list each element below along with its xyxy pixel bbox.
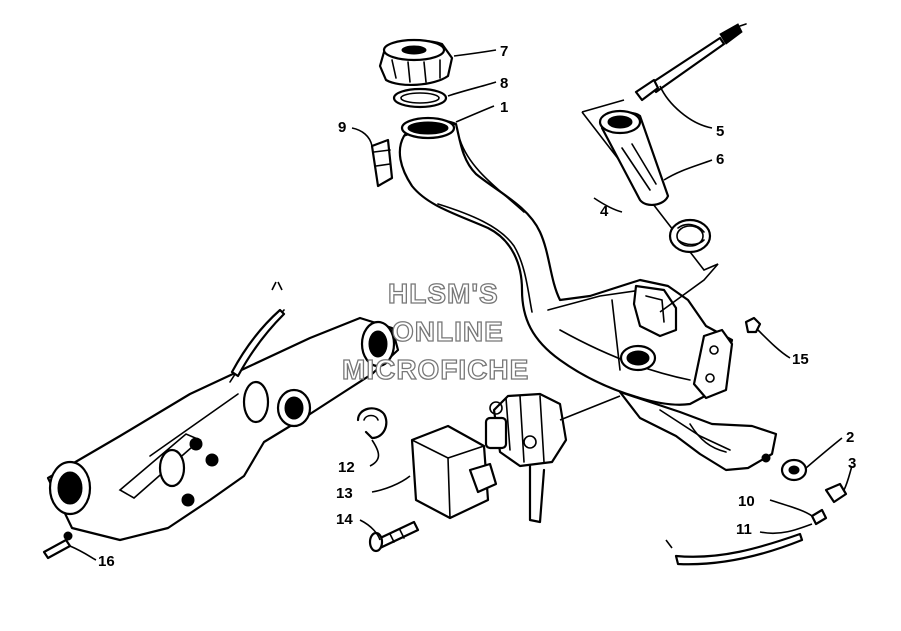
callout-9: 9 (338, 119, 346, 136)
watermark-line-3: MICROFICHE (341, 353, 530, 385)
callout-14: 14 (336, 511, 353, 528)
callout-7: 7 (500, 43, 508, 60)
callout-labels: 7 8 1 9 5 6 4 15 2 3 10 11 12 13 14 16 (98, 43, 856, 570)
watermark-line-2: ONLINE (391, 315, 504, 347)
callout-13: 13 (336, 485, 353, 502)
vent-hose-part (634, 23, 747, 102)
hose-fitting-part (42, 531, 73, 560)
callout-5: 5 (716, 123, 724, 140)
callout-11: 11 (736, 521, 752, 538)
callout-2: 2 (846, 429, 854, 446)
callout-6: 6 (716, 151, 724, 168)
watermark-line-1: HLSM'S (387, 277, 499, 309)
callout-12: 12 (338, 459, 355, 476)
clip-part (370, 138, 394, 188)
fuel-pump-part (484, 392, 621, 524)
mounting-bracket-part (46, 281, 400, 542)
leader-lines (69, 49, 853, 561)
callout-10: 10 (738, 493, 755, 510)
gas-cap-part (378, 38, 454, 87)
filler-neck (400, 116, 456, 140)
screw-part (368, 520, 420, 553)
callout-4: 4 (600, 203, 609, 220)
fuel-tank-part (398, 119, 778, 472)
callout-3: 3 (848, 455, 856, 472)
callout-16: 16 (98, 553, 115, 570)
clamp-part (356, 407, 388, 440)
callout-8a: 8 (500, 75, 508, 92)
gasket-part (392, 87, 448, 109)
callout-1: 1 (500, 99, 508, 116)
filter-box-part (410, 424, 498, 520)
fuel-gauge-assembly (581, 99, 719, 313)
small-hardware-parts (665, 316, 848, 566)
callout-15: 15 (792, 351, 809, 368)
